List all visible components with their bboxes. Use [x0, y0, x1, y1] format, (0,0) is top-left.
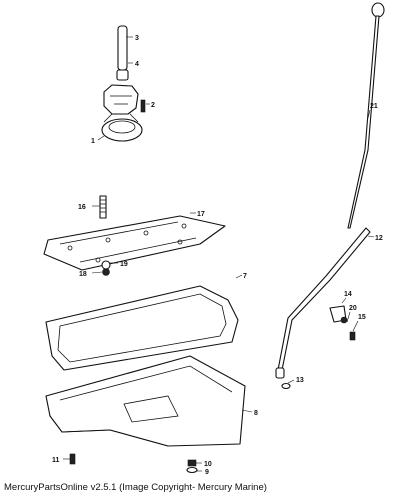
oil-pan-gasket[interactable] — [45, 285, 239, 371]
callout-14: 14 — [344, 291, 352, 298]
drain-plug[interactable] — [187, 459, 197, 467]
callout-18: 18 — [79, 271, 87, 278]
tube-seal[interactable] — [281, 382, 291, 390]
windage-tray[interactable] — [43, 215, 226, 271]
callout-4: 4 — [135, 61, 139, 68]
callout-15: 15 — [358, 314, 366, 321]
callout-9: 9 — [205, 469, 209, 476]
oil-pan[interactable] — [45, 355, 246, 447]
oil-pump-screen[interactable] — [101, 118, 143, 142]
oil-pump-body[interactable] — [103, 84, 139, 115]
callout-numbers: 1 2 3 4 7 8 9 10 11 12 13 14 15 16 17 18… — [52, 35, 383, 476]
stud[interactable] — [99, 195, 107, 219]
callout-10: 10 — [204, 461, 212, 468]
oil-pump-assembly[interactable] — [101, 25, 146, 142]
pickup-tube[interactable] — [117, 25, 128, 71]
callout-13: 13 — [296, 377, 304, 384]
callout-12: 12 — [375, 235, 383, 242]
callout-2: 2 — [151, 102, 155, 109]
coupler-sleeve[interactable] — [116, 69, 129, 81]
pan-bolt[interactable] — [69, 453, 76, 465]
callout-17: 17 — [197, 211, 205, 218]
callout-20: 20 — [349, 305, 357, 312]
dipstick[interactable] — [347, 2, 385, 229]
clip-nut[interactable] — [340, 316, 348, 324]
washer[interactable] — [101, 260, 111, 270]
dipstick-tube[interactable] — [275, 227, 371, 379]
callout-19: 19 — [120, 261, 128, 268]
callout-1: 1 — [91, 138, 95, 145]
callout-16: 16 — [78, 204, 86, 211]
callout-7: 7 — [243, 273, 247, 280]
pump-bolt[interactable] — [140, 99, 146, 113]
callout-11: 11 — [52, 457, 60, 464]
callout-8: 8 — [254, 410, 258, 417]
copyright-footer: MercuryPartsOnline v2.5.1 (Image Copyrig… — [4, 482, 267, 493]
callout-3: 3 — [135, 35, 139, 42]
clip-bolt[interactable] — [349, 331, 356, 341]
callout-21: 21 — [370, 103, 378, 110]
leader-lines — [63, 36, 375, 472]
drain-plug-gasket[interactable] — [186, 466, 198, 474]
